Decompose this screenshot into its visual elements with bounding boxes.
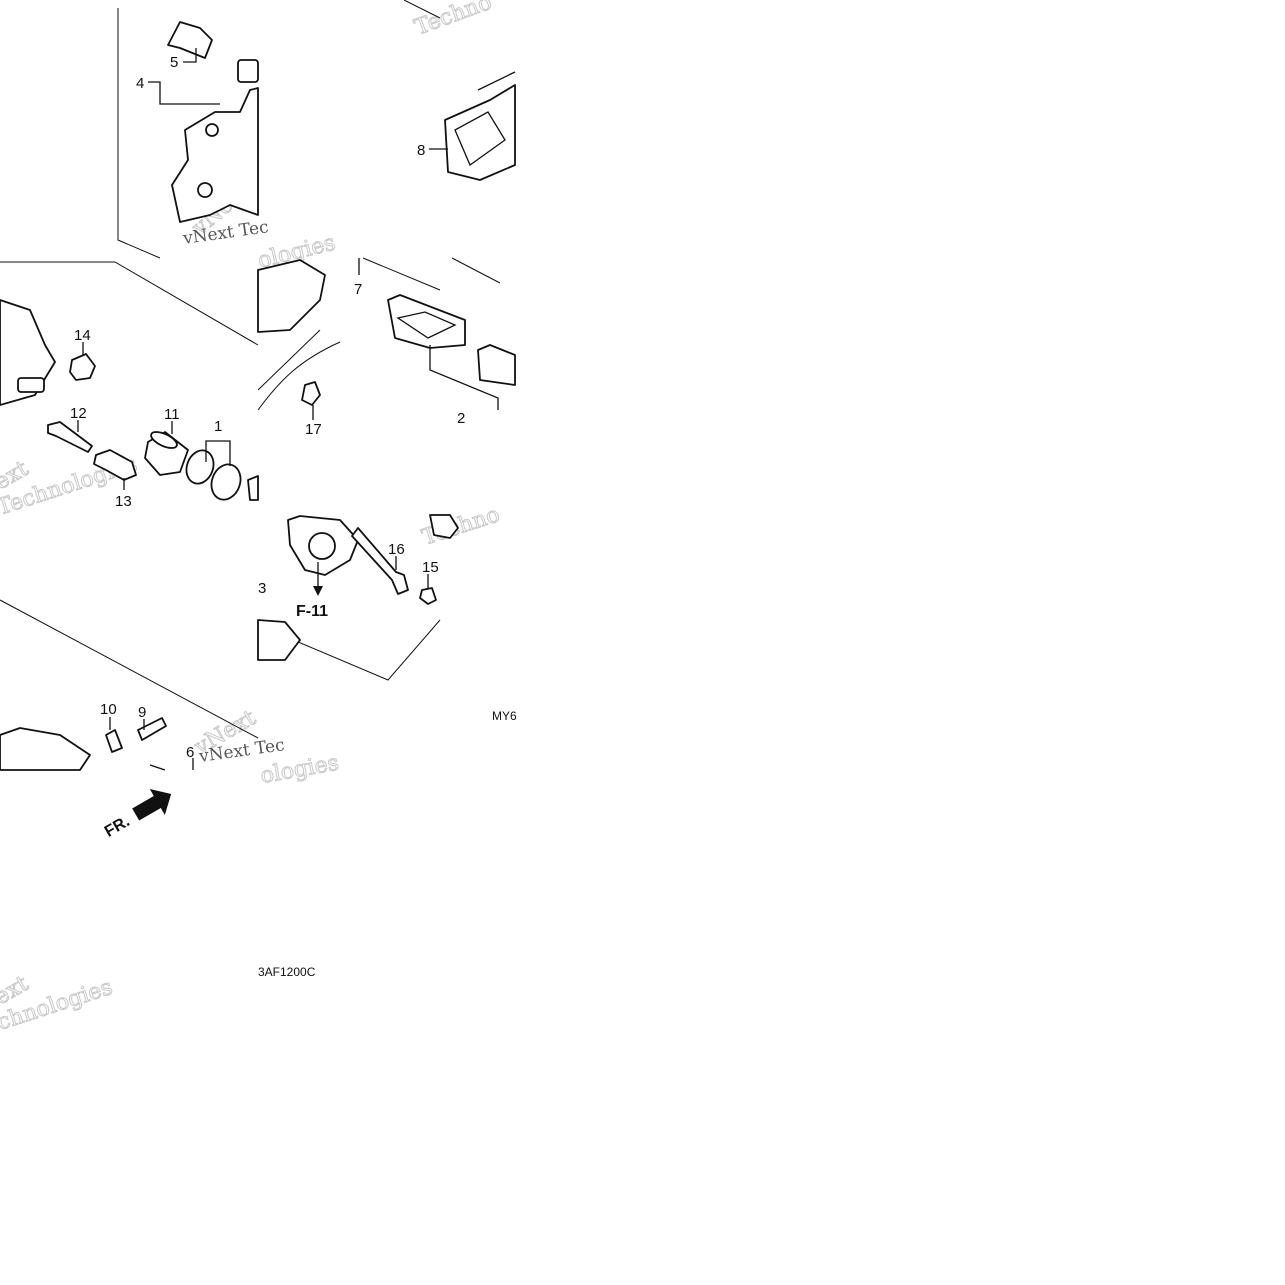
- frame-lines: [0, 0, 501, 739]
- leader-5: [183, 48, 197, 63]
- pad-8-top-edge: [477, 71, 516, 91]
- callout-6: 6: [186, 744, 194, 761]
- callout-1: 1: [214, 418, 222, 435]
- bracket-fragment-center: [257, 259, 326, 333]
- bracket-hole-lower: [197, 182, 213, 198]
- frame-lower-diagonal: [0, 599, 259, 739]
- leader-1: [205, 440, 231, 466]
- leader-4: [148, 81, 220, 105]
- caliper-body-tab: [17, 377, 45, 393]
- reference-f11: F-11: [296, 603, 328, 620]
- frame-top-right-b: [451, 257, 501, 284]
- pad-2-face: [396, 311, 457, 339]
- bolt-top-right: [429, 514, 459, 539]
- lower-plate: [257, 619, 301, 661]
- bracket-pin-boot: [237, 59, 259, 83]
- pad-spring: [167, 21, 213, 59]
- slide-pin-12: [47, 421, 93, 453]
- callout-10: 10: [100, 701, 117, 718]
- nut-15: [419, 587, 437, 605]
- frame-top-left: [117, 8, 161, 259]
- leader-2: [429, 345, 499, 410]
- diagram-code-bottom: 3AF1200C: [258, 965, 316, 979]
- bleeder-valve-9: [137, 717, 167, 741]
- caliper-bracket: [171, 87, 259, 223]
- seal-fragment: [247, 475, 259, 501]
- diagram-code-right: MY6: [492, 709, 517, 723]
- front-label: FR.: [102, 813, 133, 841]
- front-arrow-icon: [132, 789, 172, 821]
- front-direction-indicator: FR.: [102, 789, 172, 841]
- callout-17: 17: [305, 421, 322, 438]
- frame-center-line: [257, 329, 321, 391]
- bolt-17: [301, 381, 321, 406]
- parts: [0, 21, 516, 771]
- callout-4: 4: [136, 75, 144, 92]
- part-6-stub: [149, 764, 166, 771]
- caliper-body-bottom: [0, 727, 91, 771]
- callout-8: 8: [417, 142, 425, 159]
- frame-middle-top: [0, 261, 259, 346]
- pad-8-face: [454, 111, 506, 166]
- f11-arrow-head: [313, 586, 323, 596]
- callout-16: 16: [388, 541, 405, 558]
- callouts: 4 5 8 7 14 12 11 1 13 17 2 16 15 3 10 9 …: [70, 54, 465, 761]
- brake-pad-2: [387, 294, 466, 349]
- callout-3: 3: [258, 580, 266, 597]
- bracket-hole-upper: [205, 123, 219, 137]
- frame-arc: [257, 341, 341, 411]
- callout-11: 11: [164, 406, 180, 423]
- watermark-techno-top: Techno: [412, 0, 496, 41]
- piston-top: [150, 431, 178, 449]
- caliper-lower-piston: [308, 532, 336, 560]
- frame-top-right-a: [362, 257, 441, 291]
- piston-seal-outer: [210, 463, 242, 501]
- callout-15: 15: [422, 559, 439, 576]
- pin-boot-13: [93, 449, 137, 481]
- callout-9: 9: [138, 704, 146, 721]
- leader-lines: [77, 48, 499, 770]
- brake-pad-2b: [477, 344, 516, 386]
- frame-top-edge: [403, 0, 441, 19]
- pin-bolt-14: [69, 353, 96, 381]
- callout-7: 7: [354, 281, 362, 298]
- callout-5: 5: [170, 54, 178, 71]
- slide-pin-16: [351, 527, 409, 595]
- callout-2: 2: [457, 410, 465, 427]
- brake-pad-8: [444, 84, 516, 181]
- callout-14: 14: [74, 327, 91, 344]
- bleeder-cap-10: [105, 729, 123, 753]
- frame-lower-right: [257, 619, 441, 681]
- callout-13: 13: [115, 493, 132, 510]
- callout-12: 12: [70, 405, 87, 422]
